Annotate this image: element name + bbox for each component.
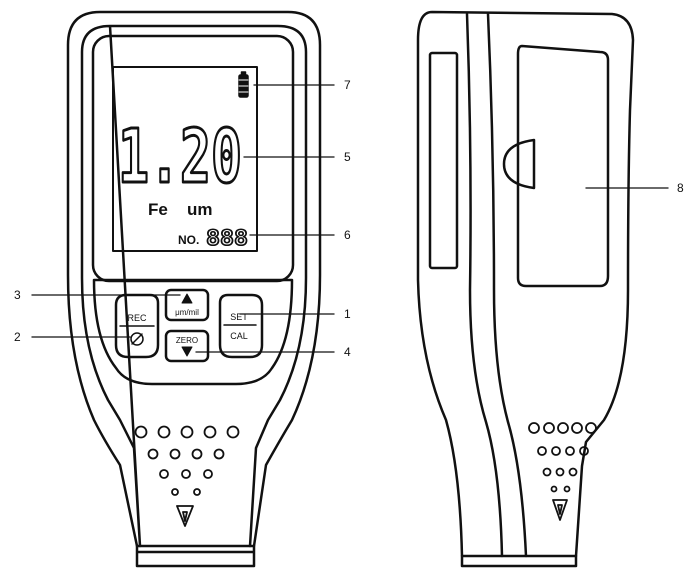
lcd-memory-prefix: NO. (178, 233, 199, 247)
callout-7: 7 (344, 78, 351, 92)
callout-8: 8 (677, 181, 684, 195)
rec-label: REC (127, 313, 147, 323)
callout-3: 3 (14, 288, 21, 302)
side-inner-line-1 (465, 12, 504, 558)
set-label: SET (230, 312, 248, 322)
callout-2: 2 (14, 330, 21, 344)
callout-5: 5 (344, 150, 351, 164)
side-grip-slot (428, 51, 459, 270)
front-vent-holes (134, 425, 240, 496)
lcd-substrate: Fe (148, 200, 168, 219)
unit-toggle-button[interactable]: μm/mil (164, 288, 210, 322)
probe-arrow-icon (176, 505, 194, 527)
callout-numbers: 7 5 6 3 2 1 4 8 (14, 78, 684, 359)
side-probe-arrow-icon (552, 499, 568, 521)
unit-toggle-label: μm/mil (175, 308, 199, 317)
keypad-panel (92, 278, 294, 386)
lcd-unit: um (187, 200, 213, 219)
triangle-up-icon (181, 293, 193, 304)
rec-power-button[interactable]: REC (114, 293, 160, 359)
zero-label: ZERO (176, 336, 198, 345)
side-thumb-notch (502, 138, 536, 190)
callouts (31, 84, 669, 353)
zero-button[interactable]: ZERO (164, 329, 210, 363)
set-cal-button[interactable]: SET CAL (218, 293, 264, 359)
side-inner-line-2 (486, 12, 528, 558)
front-inner-outline (80, 24, 308, 548)
side-base (460, 554, 578, 568)
triangle-down-icon (181, 346, 193, 357)
front-view: 1.20 Fe um NO. 888 μm/mil REC SET CAL (66, 10, 322, 568)
side-view (416, 10, 635, 568)
lcd-reading: 1.20 (118, 114, 242, 200)
battery-icon (238, 71, 249, 98)
lcd-memory-number: 888 (206, 226, 248, 250)
callout-6: 6 (344, 228, 351, 242)
power-icon (130, 332, 144, 346)
callout-4: 4 (344, 345, 351, 359)
side-label-panel (516, 44, 610, 288)
cal-label: CAL (230, 331, 248, 341)
callout-1: 1 (344, 307, 351, 321)
lcd-screen (112, 66, 258, 252)
side-vent-holes (528, 422, 597, 493)
side-body-outline (416, 10, 635, 558)
front-base (135, 544, 256, 568)
